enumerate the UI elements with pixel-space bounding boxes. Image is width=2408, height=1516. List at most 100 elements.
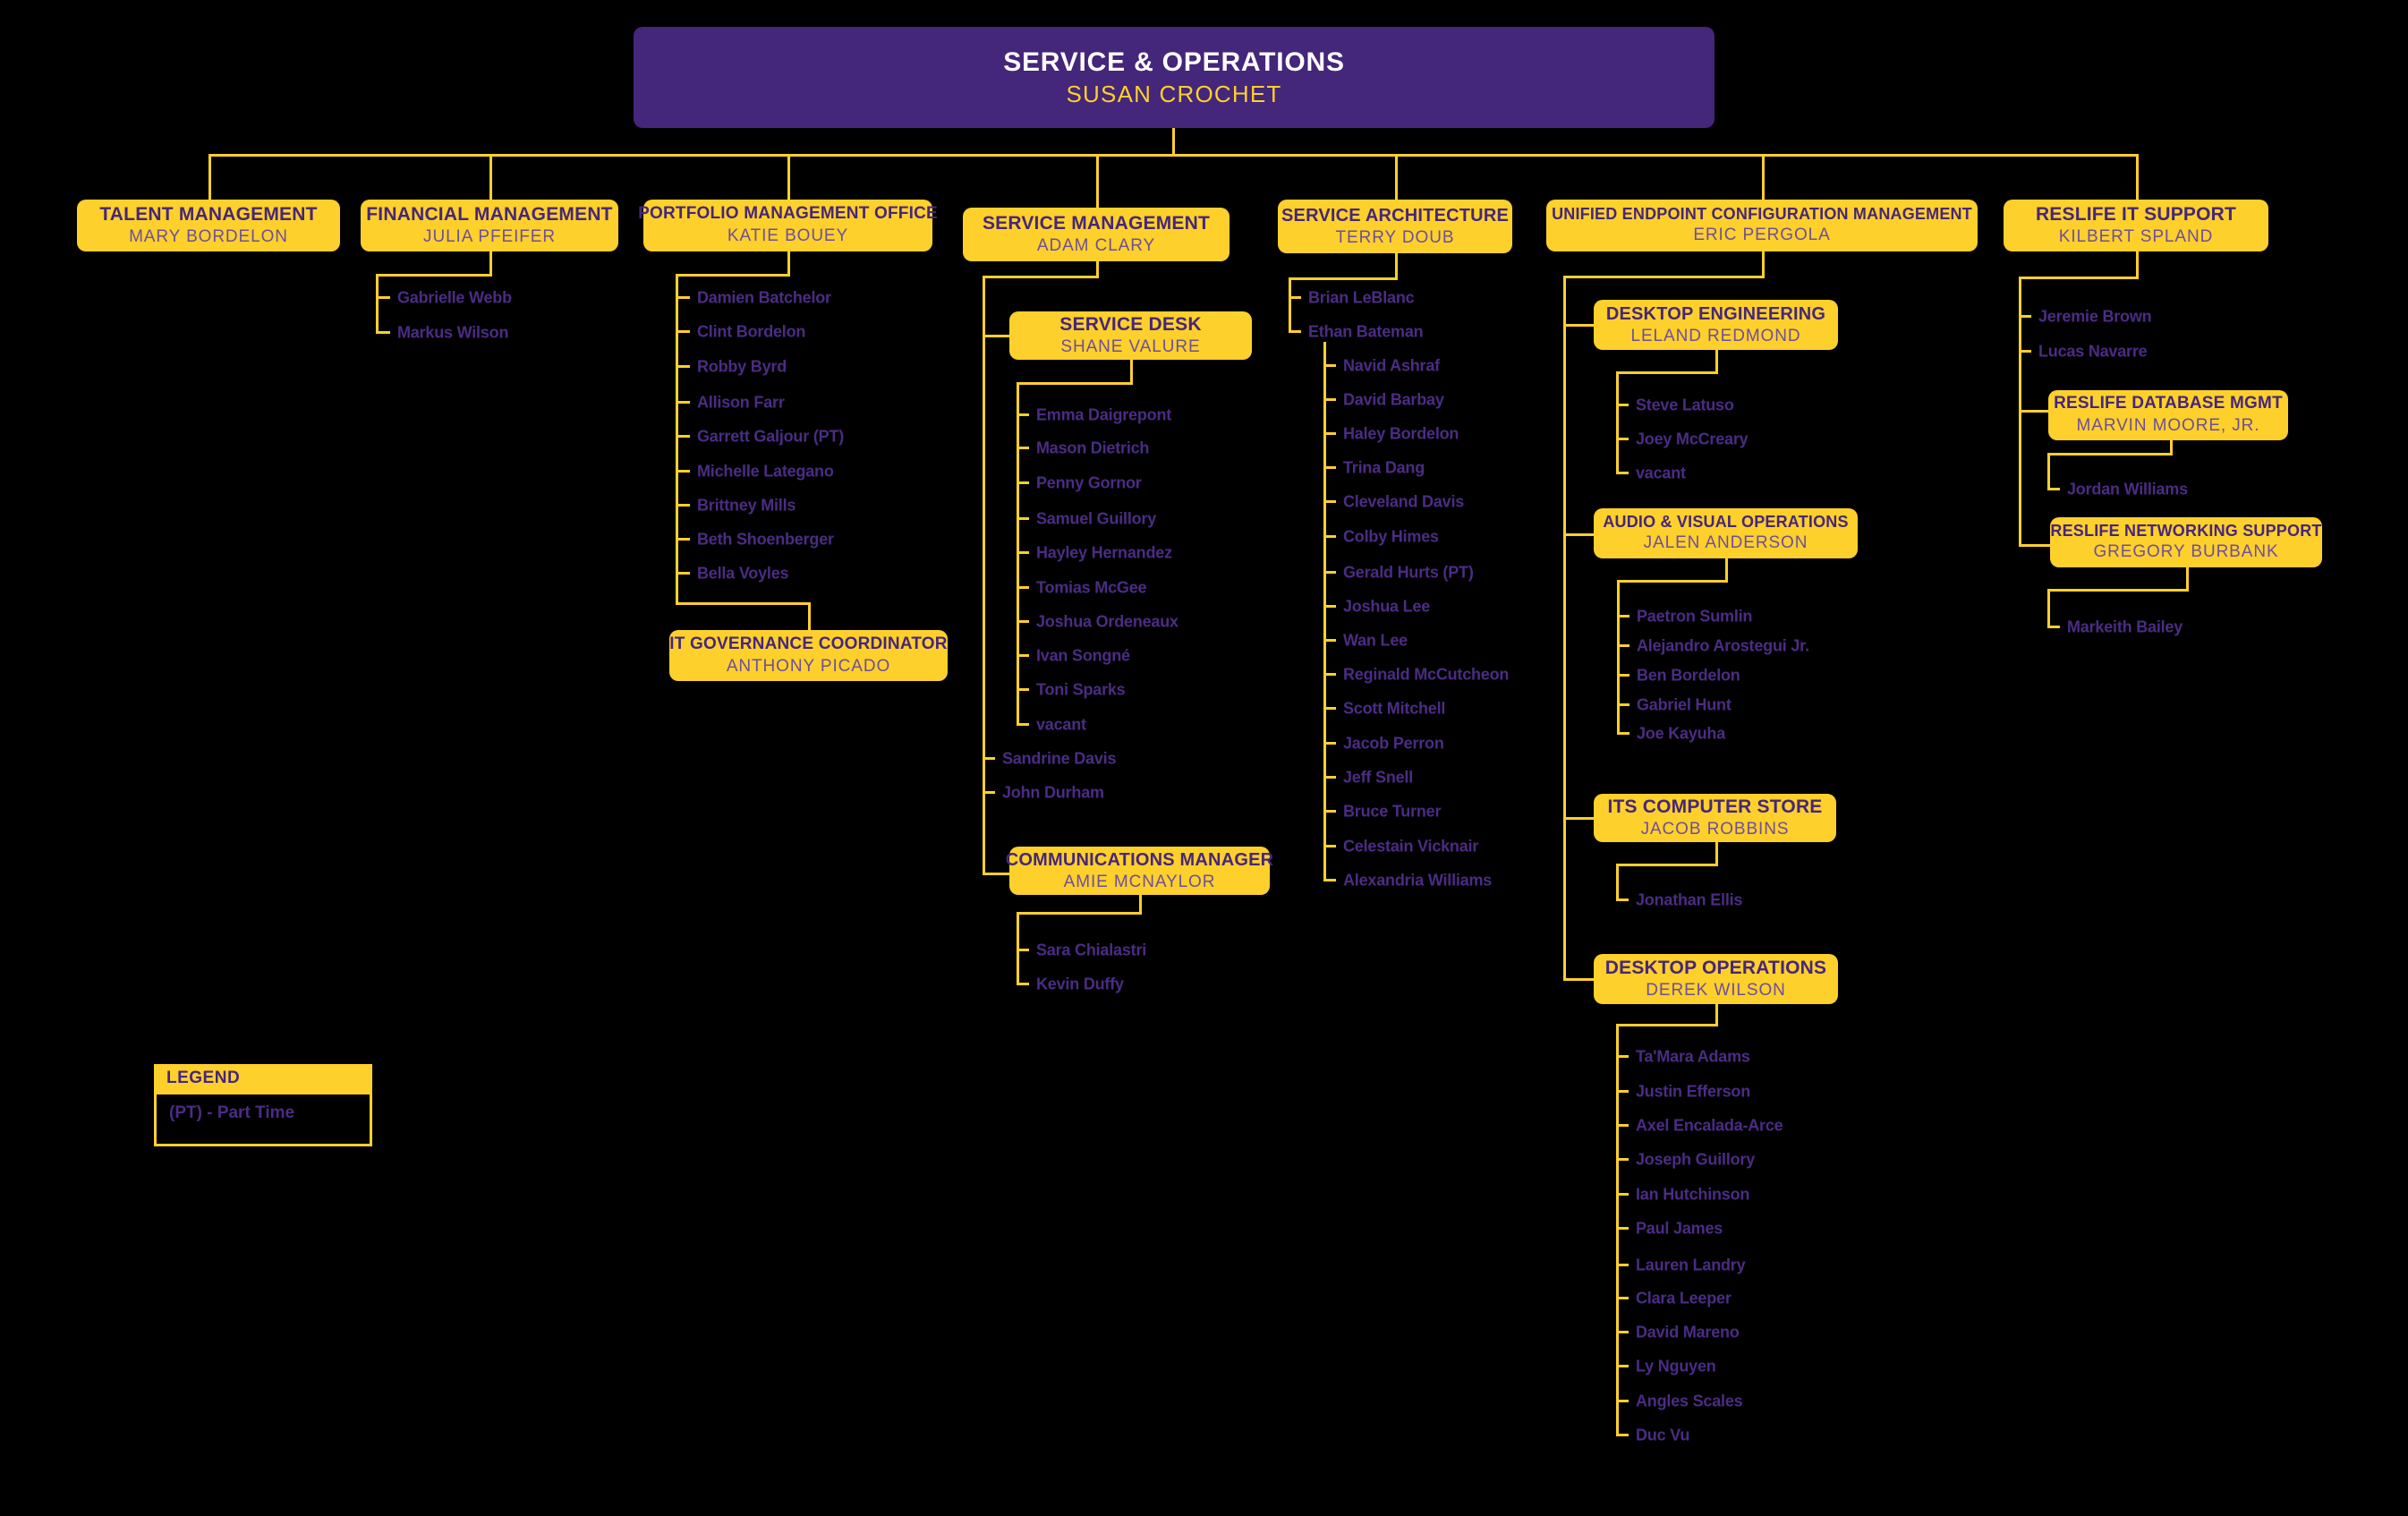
connector-line [1715,1004,1718,1024]
connector-tick [1323,673,1336,676]
connector-line [1563,276,1566,981]
connector-tick [376,296,390,299]
connector-tick [1017,654,1029,657]
staff-name: Clara Leeper [1636,1289,1732,1307]
connector-line [1563,978,1596,981]
staff-name: Jeff Snell [1343,768,1414,787]
staff-name: Jeremie Brown [2038,307,2152,326]
dept-title: RESLIFE DATABASE MGMT [2054,394,2283,413]
connector-tick [1616,1055,1629,1058]
staff-name: Mason Dietrich [1036,439,1150,457]
staff-name: Axel Encalada-Arce [1636,1116,1783,1135]
connector-line [489,154,492,200]
dept-title: RESLIFE NETWORKING SUPPORT [2050,521,2322,540]
staff-name: Michelle Lategano [697,462,834,481]
connector-tick [1323,810,1336,813]
connector-tick [983,791,995,794]
dept-title: SERVICE ARCHITECTURE [1281,205,1510,226]
staff-name: Sara Chialastri [1036,941,1147,959]
connector-tick [376,331,390,334]
staff-name: Lucas Navarre [2038,342,2148,361]
staff-name: Scott Mitchell [1343,699,1446,718]
connector-line [1616,864,1718,866]
connector-line [1616,371,1619,474]
manager-name: KILBERT SPLAND [2058,227,2214,247]
connector-tick [1017,723,1029,726]
connector-tick [1617,674,1629,677]
connector-line [208,154,2139,157]
connector-line [1017,912,1142,915]
manager-name: LELAND REDMOND [1630,326,1801,345]
staff-name: Cleveland Davis [1343,492,1465,511]
connector-line [1563,276,1765,278]
connector-line [1563,324,1596,327]
connector-tick [676,504,690,507]
manager-name: TERRY DOUB [1335,227,1455,247]
connector-tick [1617,615,1629,617]
connector-tick [1616,438,1629,440]
staff-name: Jordan Williams [2067,480,2188,498]
staff-name: John Durham [1002,783,1104,802]
connector-tick [1017,586,1029,589]
staff-name: Toni Sparks [1036,680,1126,699]
connector-line [1616,864,1619,901]
staff-name: David Mareno [1636,1323,1740,1341]
connector-line [1616,371,1718,374]
staff-name: David Barbay [1343,390,1444,409]
staff-name: Garrett Galjour (PT) [697,427,845,446]
connector-tick [1616,472,1629,474]
manager-name: ANTHONY PICADO [726,656,891,676]
connector-tick [1617,732,1629,735]
connector-line [1616,1024,1718,1026]
staff-name: Jonathan Ellis [1636,890,1743,909]
connector-tick [1323,639,1336,642]
dept-box-it-governance-coordinator: IT GOVERNANCE COORDINATOR ANTHONY PICADO [669,630,948,681]
connector-line [983,276,985,875]
connector-tick [1289,330,1301,333]
connector-line [1563,817,1596,820]
staff-name: Hayley Hernandez [1036,543,1172,562]
manager-name: JALEN ANDERSON [1643,533,1808,553]
dept-title: UNIFIED ENDPOINT CONFIGURATION MANAGEMEN… [1552,204,1972,223]
manager-name: GREGORY BURBANK [2093,542,2279,562]
staff-name: Ben Bordelon [1637,666,1740,685]
connector-tick [1616,1193,1629,1196]
connector-tick [1616,1227,1629,1230]
staff-name: Paetron Sumlin [1637,607,1753,626]
connector-tick [1616,1090,1629,1093]
staff-name: Joshua Lee [1343,597,1431,616]
connector-line [1096,261,1099,276]
staff-name: Brittney Mills [697,496,796,515]
connector-line [1096,154,1099,208]
connector-tick [1323,466,1336,469]
connector-line [376,274,492,277]
connector-tick [1616,404,1629,406]
connector-line [1017,382,1133,385]
manager-name: KATIE BOUEY [727,226,849,245]
legend-title: LEGEND [166,1068,241,1087]
connector-tick [1616,1264,1629,1266]
staff-name: vacant [1636,464,1686,482]
staff-name: Bella Voyles [697,564,789,583]
manager-name: MARVIN MOORE, JR. [2076,416,2260,435]
manager-name: SUSAN CROCHET [1066,81,1282,108]
dept-title: ITS COMPUTER STORE [1607,796,1823,817]
connector-tick [1017,517,1029,520]
staff-name: Trina Dang [1343,458,1425,477]
connector-tick [2047,626,2060,628]
connector-tick [1017,447,1029,449]
connector-line [2019,277,2139,279]
connector-tick [983,757,995,760]
dept-title: COMMUNICATIONS MANAGER [1005,849,1274,870]
dept-title: IT GOVERNANCE COORDINATOR [669,634,948,653]
staff-name: vacant [1036,715,1086,734]
connector-line [2136,251,2139,277]
